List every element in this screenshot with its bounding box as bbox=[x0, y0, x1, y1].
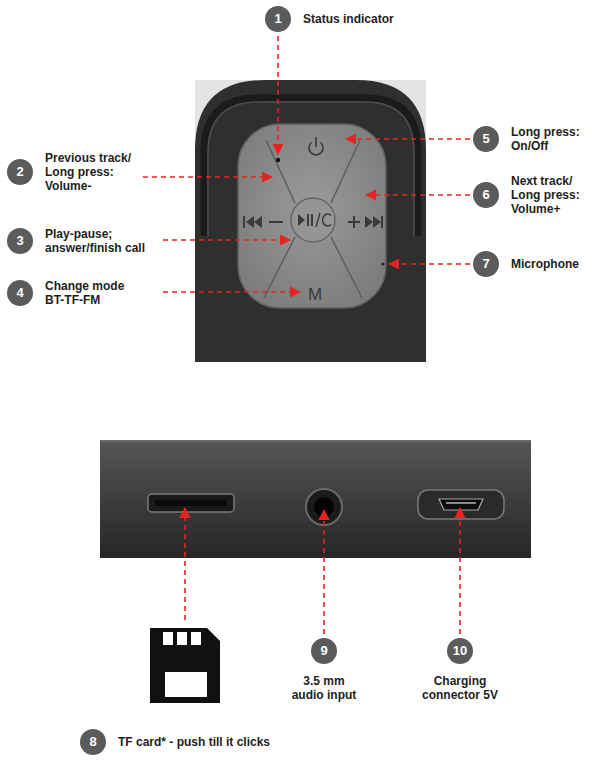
callout: 3 Play-pause; answer/finish call bbox=[7, 227, 165, 255]
callout-number: 8 bbox=[80, 729, 106, 755]
callout-label: Long press: On/Off bbox=[511, 125, 587, 153]
button-label: M bbox=[308, 286, 322, 304]
callout-label: TF card* - push till it clicks bbox=[118, 735, 270, 749]
tf-card-symbol bbox=[150, 628, 220, 703]
callout-number: 5 bbox=[473, 126, 499, 152]
callout: 2 Previous track/ Long press: Volume- bbox=[7, 151, 145, 193]
side-panel bbox=[100, 440, 531, 558]
callout-number: 10 bbox=[447, 638, 473, 664]
callout: 10Charging connector 5V bbox=[414, 638, 506, 702]
callout: 5 Long press: On/Off bbox=[473, 125, 587, 153]
microphone-hole bbox=[381, 262, 384, 265]
callout-number: 2 bbox=[7, 159, 33, 185]
callout-label: Microphone bbox=[511, 257, 579, 271]
callout: 1 Status indicator bbox=[265, 6, 394, 32]
play-pause-icon bbox=[298, 213, 331, 227]
callout-label: 3.5 mm audio input bbox=[289, 674, 359, 702]
callout: 4 Change mode BT-TF-FM bbox=[7, 279, 145, 307]
callout-number: 4 bbox=[7, 280, 33, 306]
leader-lines bbox=[143, 36, 470, 634]
callout: 6 Next track/ Long press: Volume+ bbox=[473, 174, 587, 216]
callout-label: Status indicator bbox=[303, 12, 394, 26]
status-led bbox=[276, 158, 280, 162]
callout: 7 Microphone bbox=[473, 251, 579, 277]
callout-number: 6 bbox=[473, 182, 499, 208]
next-icon bbox=[348, 216, 383, 228]
callout-number: 7 bbox=[473, 251, 499, 277]
callout: 9 3.5 mm audio input bbox=[289, 638, 359, 702]
callout-label: Play-pause; answer/finish call bbox=[45, 227, 165, 255]
power-icon bbox=[309, 137, 323, 155]
callout-number: 9 bbox=[311, 638, 337, 664]
previous-icon bbox=[243, 216, 283, 228]
callout-label: Change mode BT-TF-FM bbox=[45, 279, 145, 307]
callout-label: Charging connector 5V bbox=[414, 674, 506, 702]
callout-number: 3 bbox=[7, 228, 33, 254]
control-panel bbox=[195, 80, 426, 362]
callout: 8 TF card* - push till it clicks bbox=[80, 729, 271, 755]
callout-number: 1 bbox=[265, 6, 291, 32]
callout-label: Next track/ Long press: Volume+ bbox=[511, 174, 587, 216]
callout-label: Previous track/ Long press: Volume- bbox=[45, 151, 145, 193]
